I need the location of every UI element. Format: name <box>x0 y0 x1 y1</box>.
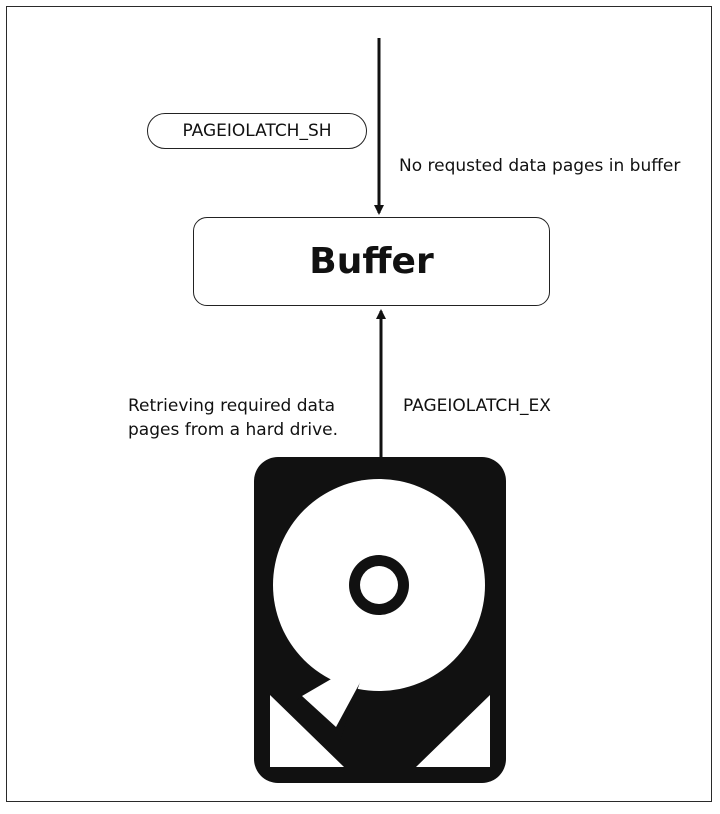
retrieving-note-line1: Retrieving required data <box>128 396 336 416</box>
diagram-frame <box>6 6 712 802</box>
buffer-label: Buffer <box>309 241 434 282</box>
no-pages-note: No requsted data pages in buffer <box>399 156 681 176</box>
retrieving-note-line2: pages from a hard drive. <box>128 420 339 440</box>
hard-drive-icon <box>254 457 506 783</box>
pageiolatch-ex-label: PAGEIOLATCH_EX <box>403 396 551 416</box>
buffer-box: Buffer <box>193 217 550 306</box>
pageiolatch-sh-label: PAGEIOLATCH_SH <box>182 121 332 141</box>
pageiolatch-sh-badge: PAGEIOLATCH_SH <box>147 113 367 149</box>
